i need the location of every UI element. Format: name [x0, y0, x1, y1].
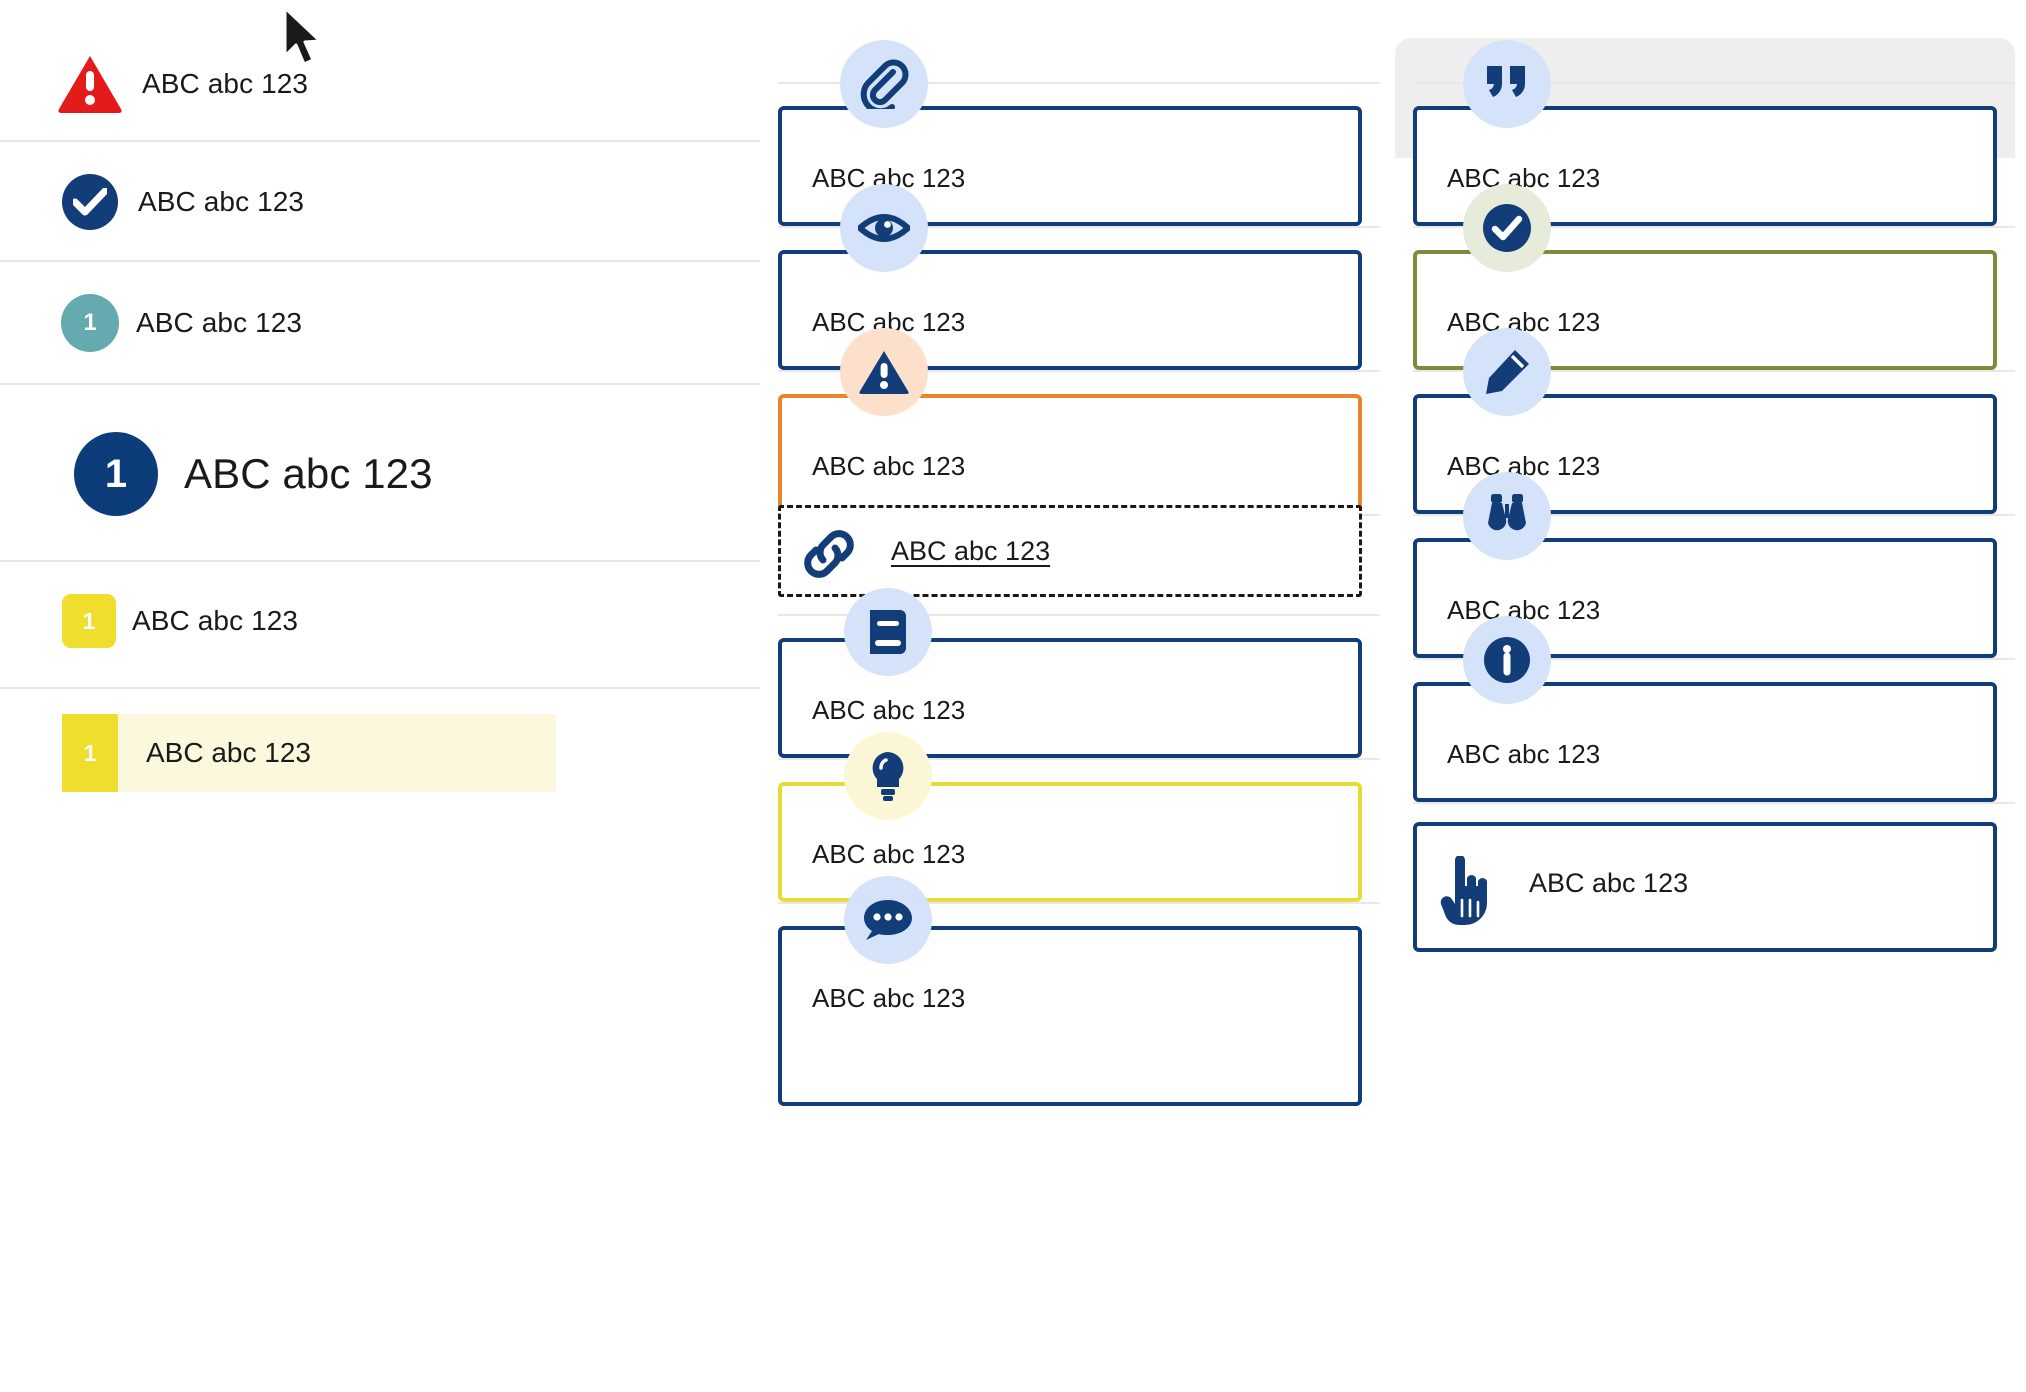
paperclip-icon	[840, 40, 928, 128]
sidebar-item-label: ABC abc 123	[138, 186, 305, 217]
sidebar-separator	[0, 140, 760, 142]
badge-value: 1	[104, 451, 128, 496]
sidebar-item-highlighted[interactable]: 1 ABC abc 123	[62, 714, 556, 792]
sidebar-item-label: ABC abc 123	[184, 450, 433, 497]
lightbulb-icon	[844, 732, 932, 820]
badge-value: 1	[82, 607, 96, 634]
pointing-hand-icon	[1437, 854, 1493, 928]
badge-value: 1	[83, 739, 97, 766]
check-circle-icon	[1463, 184, 1551, 272]
card-label: ABC abc 123	[812, 839, 966, 869]
warning-triangle-icon	[55, 54, 125, 114]
warning-triangle-icon	[840, 328, 928, 416]
sidebar-item-label: ABC abc 123	[142, 68, 309, 99]
binoculars-icon	[1463, 472, 1551, 560]
card-separator	[778, 614, 1380, 616]
info-circle-icon	[1463, 616, 1551, 704]
check-circle-icon	[60, 174, 120, 230]
sidebar-item-success[interactable]: ABC abc 123	[0, 174, 760, 230]
link-chain-icon	[799, 524, 859, 584]
card-separator	[1413, 514, 2015, 516]
sidebar-item-label: ABC abc 123	[136, 307, 303, 338]
number-badge-square: 1	[61, 594, 117, 648]
card-label: ABC abc 123	[812, 983, 966, 1013]
card-separator	[778, 82, 1380, 84]
sidebar-separator	[0, 383, 760, 385]
card-separator	[1413, 226, 2015, 228]
number-badge-square-highlighted: 1	[62, 714, 118, 792]
card-label: ABC abc 123	[812, 695, 966, 725]
eye-icon	[840, 184, 928, 272]
number-badge-circle-large: 1	[74, 432, 158, 516]
sidebar-item-numbered-square[interactable]: 1 ABC abc 123	[0, 594, 760, 648]
sidebar-item-label: ABC abc 123	[132, 605, 299, 636]
number-badge-circle: 1	[60, 294, 120, 352]
card-separator	[1413, 82, 2015, 84]
book-icon	[844, 588, 932, 676]
sidebar: ABC abc 123 ABC abc 123 1 ABC abc 123	[0, 0, 760, 1392]
card-separator	[1413, 658, 2015, 660]
card-separator	[778, 902, 1380, 904]
card-separator	[1413, 802, 2015, 804]
card-action[interactable]: ABC abc 123	[1413, 822, 1997, 952]
quote-marks-icon	[1463, 40, 1551, 128]
card-link-label[interactable]: ABC abc 123	[891, 536, 1051, 566]
mouse-cursor-icon	[281, 6, 325, 68]
sidebar-separator	[0, 560, 760, 562]
sidebar-separator	[0, 260, 760, 262]
sidebar-item-label: ABC abc 123	[146, 737, 311, 768]
sidebar-item-warning[interactable]: ABC abc 123	[0, 54, 760, 114]
card-label: ABC abc 123	[812, 451, 966, 481]
card-label: ABC abc 123	[1529, 868, 1689, 898]
card-separator	[778, 370, 1380, 372]
card-link[interactable]: ABC abc 123	[778, 505, 1362, 597]
badge-value: 1	[83, 309, 97, 336]
card-separator	[778, 226, 1380, 228]
card-separator	[1413, 370, 2015, 372]
sidebar-item-numbered-teal[interactable]: 1 ABC abc 123	[0, 294, 760, 352]
sidebar-separator	[0, 687, 760, 689]
card-label: ABC abc 123	[1447, 739, 1601, 769]
sidebar-item-numbered-large[interactable]: 1 ABC abc 123	[0, 432, 760, 516]
pencil-icon	[1463, 328, 1551, 416]
chat-bubble-icon	[844, 876, 932, 964]
card-separator	[778, 758, 1380, 760]
